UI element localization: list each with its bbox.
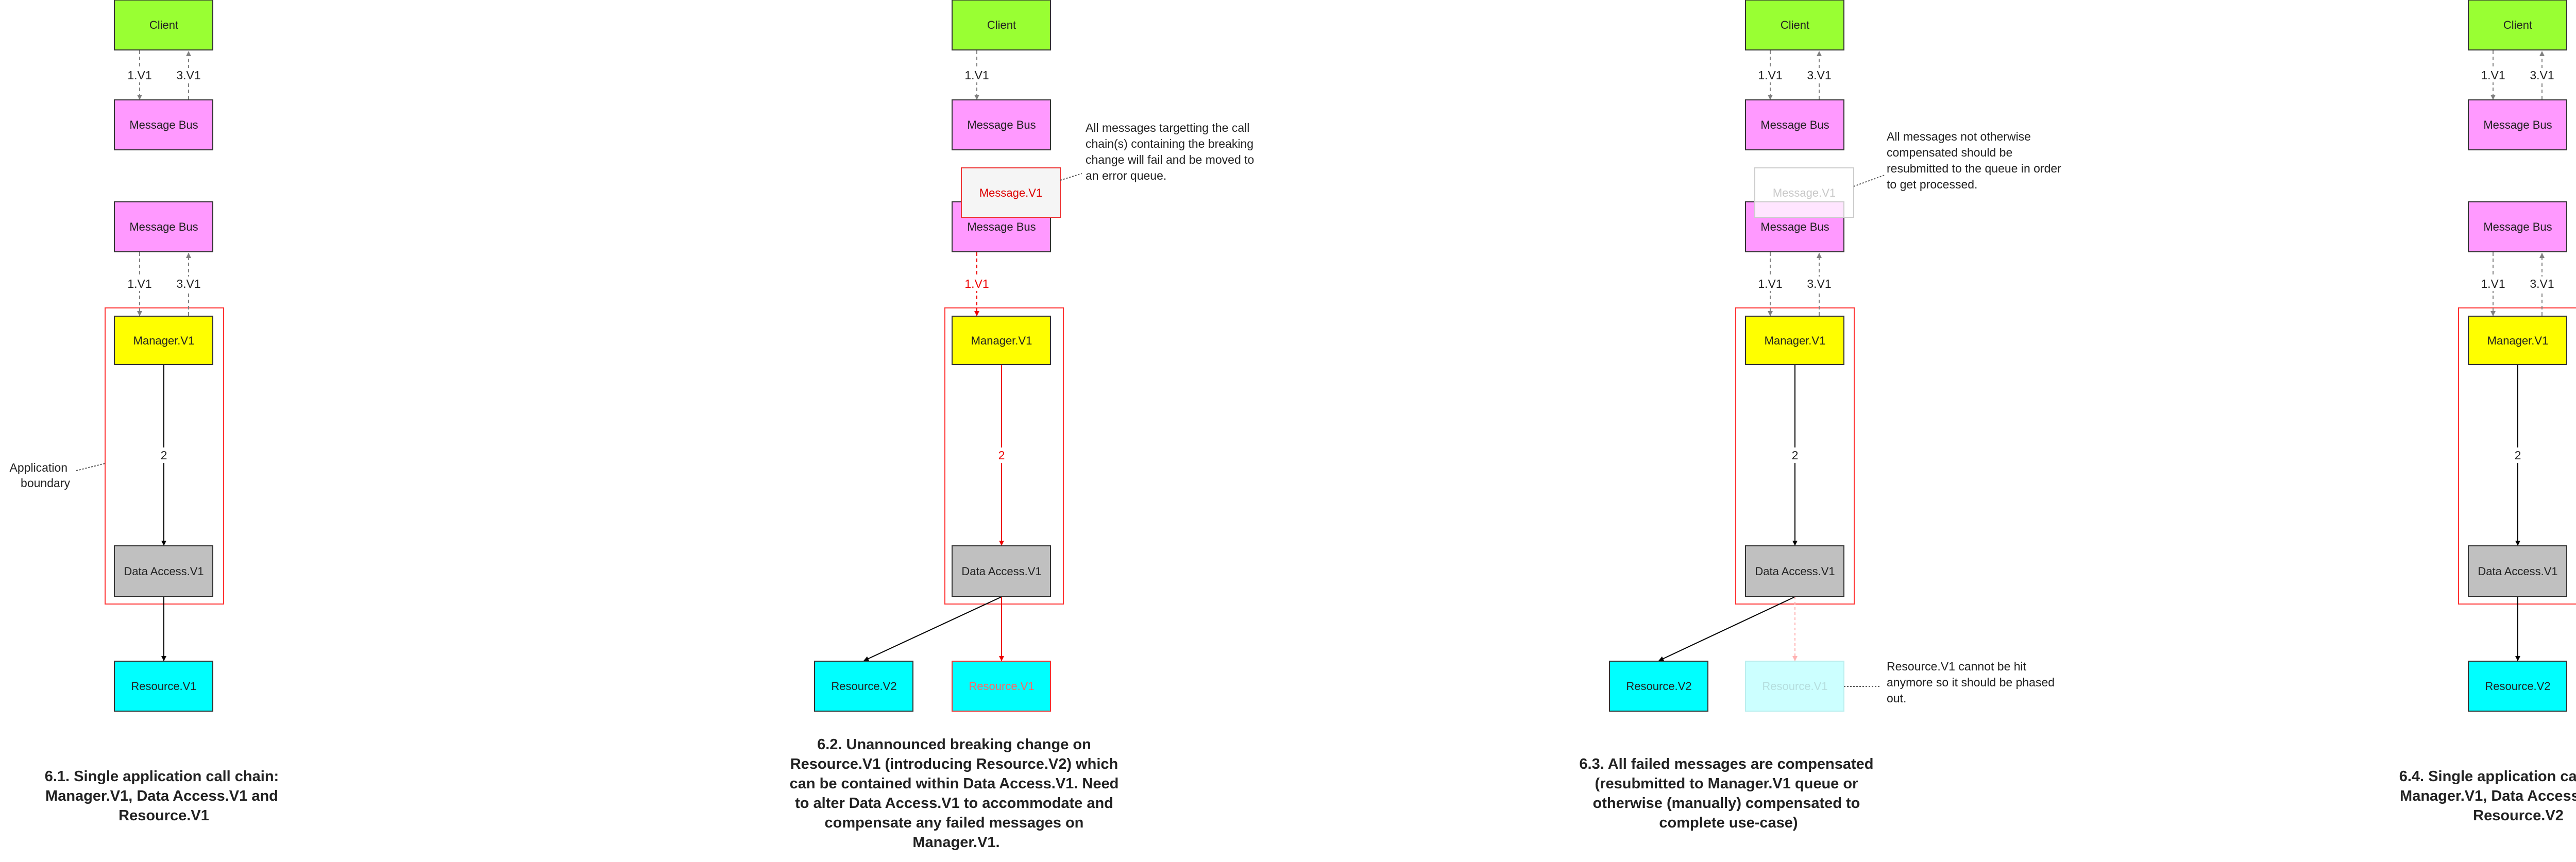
resubmit-note-leader [1853,175,1885,187]
message-bus-box-bottom-label: Message Bus [129,220,198,233]
data-access-box [2468,545,2567,597]
label-response-top: 3.V1 [176,68,200,82]
label-call: 2 [998,449,1005,462]
message-bus-box-top [2468,99,2567,150]
data-access-box-label: Data Access.V1 [961,565,1041,578]
resubmitted-message-box [1754,167,1854,218]
label-request-bottom: 1.V1 [964,277,989,290]
data-access-box [1745,545,1844,597]
message-bus-box-top-label: Message Bus [1760,118,1829,131]
label-call: 2 [2515,449,2521,462]
resource-box-label: Resource.V2 [2485,680,2550,693]
resource-v1-box-phased-out-label: Resource.V1 [1762,680,1827,693]
failed-message-box [961,167,1061,218]
resource-v2-box-label: Resource.V2 [831,680,896,693]
boundary-note-leader [76,463,106,471]
resource-box [114,661,213,712]
message-bus-box-top [114,99,213,150]
data-access-box-label: Data Access.V1 [2478,565,2557,578]
label-request-bottom: 1.V1 [2481,277,2505,290]
message-bus-box-bottom [2468,201,2567,252]
client-box-label: Client [2503,19,2532,31]
boundary-note: Application boundary [10,461,71,490]
resource-box [2468,661,2567,712]
client-box [2468,0,2567,50]
label-response-bottom: 3.V1 [1807,277,1831,290]
error-queue-note-leader [1060,173,1082,181]
message-bus-box-bottom [114,201,213,252]
label-request-top: 1.V1 [2481,68,2505,82]
label-response-top: 3.V1 [1807,68,1831,82]
client-box [952,0,1051,50]
message-bus-box-top [952,99,1051,150]
label-request-top: 1.V1 [1758,68,1782,82]
resource-v1-box-phased-out [1745,661,1844,712]
label-request-top: 1.V1 [127,68,151,82]
message-bus-box-bottom-label: Message Bus [2483,220,2552,233]
client-box [1745,0,1844,50]
failed-message-box-label: Message.V1 [979,186,1042,199]
label-response-bottom: 3.V1 [176,277,200,290]
resource-box-label: Resource.V1 [131,680,196,693]
label-call: 2 [161,449,167,462]
message-bus-box-top-label: Message Bus [129,118,198,131]
manager-box-label: Manager.V1 [971,334,1032,347]
message-bus-box-bottom-label: Message Bus [1760,220,1829,233]
client-box-label: Client [149,19,178,31]
message-bus-box-top-label: Message Bus [2483,118,2552,131]
error-queue-note: All messages targetting the call chain(s… [1086,121,1258,182]
data-access-box-label: Data Access.V1 [124,565,204,578]
call-arrow-data-access-to-resource-v2 [1658,596,1795,661]
data-access-box [114,545,213,597]
message-bus-box-top [1745,99,1844,150]
resource-v1-box-label: Resource.V1 [969,680,1034,693]
client-box-label: Client [1781,19,1809,31]
data-access-box-label: Data Access.V1 [1755,565,1835,578]
label-request-top: 1.V1 [964,68,989,82]
label-response-bottom: 3.V1 [2530,277,2554,290]
panel-3: 1.V1 3.V1 1.V1 3.V1 2 Client Message Bus… [1579,0,2064,831]
label-call: 2 [1792,449,1799,462]
message-bus-box-bottom-label: Message Bus [967,220,1036,233]
manager-box [952,316,1051,365]
client-box-label: Client [987,19,1016,31]
resource-v2-box [1609,661,1708,712]
manager-box-label: Manager.V1 [2487,334,2549,347]
caption-panel-1: 6.1. Single application call chain: Mana… [45,768,283,824]
panel-4: 1.V1 3.V1 1.V1 3.V1 2 Client Message Bus… [2399,0,2576,824]
label-request-bottom: 1.V1 [1758,277,1782,290]
manager-box [2468,316,2567,365]
caption-panel-3: 6.3. All failed messages are compensated… [1579,756,1877,831]
client-box [114,0,213,50]
manager-box-label: Manager.V1 [133,334,195,347]
resubmit-note: All messages not otherwise compensated s… [1887,130,2064,191]
message-bus-box-top-label: Message Bus [967,118,1036,131]
resource-v1-box [952,661,1051,712]
manager-box-label: Manager.V1 [1765,334,1826,347]
panel-2: 1.V1 1.V1 2 Client Message Bus Message B… [790,0,1258,851]
caption-panel-4: 6.4. Single application call chain: Mana… [2399,768,2576,824]
resource-v2-box [814,661,913,712]
caption-panel-2: 6.2. Unannounced breaking change on Reso… [790,736,1123,851]
phase-out-note: Resource.V1 cannot be hit anymore so it … [1887,660,2058,705]
resource-v2-box-label: Resource.V2 [1626,680,1691,693]
manager-box [1745,316,1844,365]
label-request-bottom: 1.V1 [127,277,151,290]
application-boundary [944,307,1064,605]
manager-box [114,316,213,365]
label-response-top: 3.V1 [2530,68,2554,82]
resubmitted-message-box-label: Message.V1 [1773,186,1836,199]
data-access-box [952,545,1051,597]
panel-1: 1.V1 3.V1 1.V1 3.V1 2 Client Message Bus… [10,0,283,824]
call-arrow-data-access-to-resource-v2 [863,596,1002,661]
